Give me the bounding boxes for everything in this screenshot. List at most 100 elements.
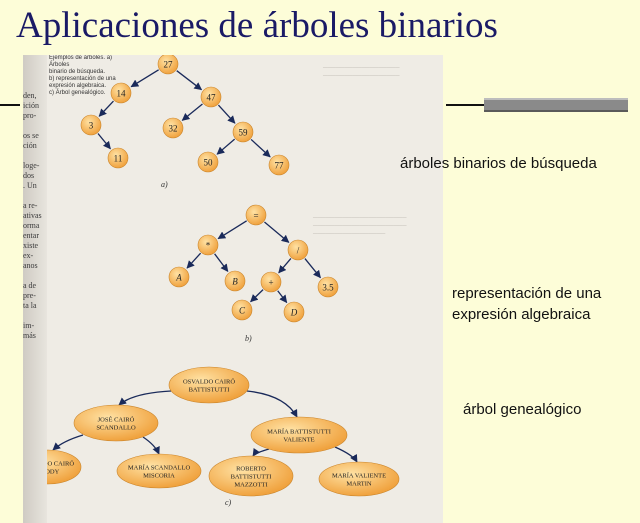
tree-edge: [278, 257, 292, 274]
tree-node-label: =: [253, 211, 258, 221]
margin-text-line: den,: [23, 91, 37, 100]
tree-node: [232, 121, 254, 143]
margin-text-line: ción: [23, 141, 37, 150]
tree-node-label: 47: [207, 93, 217, 103]
tree-node-label: D: [290, 308, 298, 318]
family-node-label: MISCORIA: [143, 473, 175, 480]
tree-edge: [217, 104, 236, 124]
tree-edge: [98, 100, 114, 117]
tree-node-label: 50: [204, 158, 214, 168]
tree-edge: [186, 252, 202, 269]
caption-line: Ejemplos de árboles. a) Árboles: [49, 55, 113, 68]
book-spine: [23, 55, 47, 523]
margin-text-line: [23, 311, 45, 321]
tree-node: [162, 117, 184, 139]
family-node-label: ROBERTO: [236, 466, 266, 473]
family-node-label: SCANDALLO: [96, 425, 136, 432]
tree-node: [224, 270, 246, 292]
label-expression-line2: expresión algebraica: [452, 306, 591, 323]
margin-text-line: ativas: [23, 211, 42, 220]
tree-node-label: 3: [89, 121, 94, 131]
tree-node: [283, 301, 305, 323]
title-rule-right: [446, 104, 486, 106]
tree-node-label: 3.5: [322, 283, 334, 293]
family-node-label: OSVALDO CAIRÓ: [23, 460, 74, 468]
family-node-label: MARÍA BATTISTUTTI: [267, 428, 331, 436]
tree-node: [317, 276, 339, 298]
caption-a: a): [161, 180, 168, 189]
margin-text-line: xiste: [23, 241, 39, 250]
tree-edge: [181, 103, 203, 121]
family-node-label: MARTIN: [346, 481, 372, 488]
family-edge: [142, 436, 160, 455]
label-bst: árboles binarios de búsqueda: [400, 155, 597, 172]
family-node-label: BATTISTUTTI: [231, 474, 272, 481]
family-node-label: MARÍA SCANDALLO: [128, 464, 191, 472]
caption-line: binario de búsqueda.: [49, 69, 106, 75]
margin-text-line: a re-: [23, 201, 38, 210]
margin-text-line: dos: [23, 171, 35, 180]
margin-text-line: . Un: [23, 181, 37, 190]
caption-line: expresión algebraica.: [49, 83, 107, 89]
tree-edge: [304, 258, 321, 279]
family-edge: [252, 447, 270, 457]
family-node-label: MAZZOTTI: [234, 482, 267, 489]
family-edge: [52, 434, 84, 451]
label-genealogy: árbol genealógico: [463, 401, 582, 418]
tree-node-label: 77: [275, 161, 285, 171]
tree-edge: [250, 138, 271, 158]
caption-line: c) Árbol genealógico.: [49, 90, 106, 96]
tree-node: [200, 86, 222, 108]
margin-text-line: entar: [23, 231, 39, 240]
decorative-gray-bar: [484, 98, 628, 112]
caption-c: c): [225, 498, 232, 507]
tree-node-label: 32: [169, 124, 178, 134]
margin-text-line: orma: [23, 221, 40, 230]
caption-b: b): [245, 334, 252, 343]
family-node: [116, 453, 202, 489]
family-node-label: MARÍA VALIENTE: [332, 472, 386, 480]
tree-node: [168, 266, 190, 288]
family-node-label: TODDY: [37, 469, 60, 476]
title-rule-left: [0, 104, 20, 106]
tree-edge: [176, 70, 203, 91]
margin-text-line: pro-: [23, 111, 37, 120]
margin-text-line: anos: [23, 261, 38, 270]
tree-edge: [217, 220, 248, 240]
tree-edge: [216, 138, 236, 155]
family-node-label: BATTISTUTTI: [189, 387, 230, 394]
margin-text-line: ición: [23, 101, 39, 110]
family-node-label: VALIENTE: [283, 437, 314, 444]
slide-title: Aplicaciones de árboles binarios: [16, 5, 498, 46]
family-node: [168, 366, 250, 404]
tree-node: [260, 271, 282, 293]
tree-node-label: 11: [114, 154, 123, 164]
tree-node: [107, 147, 129, 169]
margin-text-line: im-: [23, 321, 35, 330]
family-edge: [246, 390, 298, 418]
margin-text-line: más: [23, 331, 36, 340]
margin-text-line: a de: [23, 281, 37, 290]
tree-node-label: 27: [164, 60, 174, 70]
tree-edge: [97, 133, 111, 150]
margin-text-line: [23, 271, 45, 281]
tree-node-label: A: [175, 273, 182, 283]
family-node: [318, 461, 400, 497]
tree-node: [157, 55, 179, 75]
margin-text-line: [23, 121, 45, 131]
tree-node: [268, 154, 290, 176]
tree-node-label: C: [239, 306, 246, 316]
tree-edge: [277, 290, 288, 304]
margin-text-line: os se: [23, 131, 39, 140]
tree-node: [110, 82, 132, 104]
tree-node-label: /: [297, 246, 300, 256]
tree-node: [197, 151, 219, 173]
tree-node-label: 59: [239, 128, 249, 138]
margin-text-line: [23, 151, 45, 161]
tree-node: [245, 204, 267, 226]
caption-line: b) representación de una: [49, 76, 116, 82]
